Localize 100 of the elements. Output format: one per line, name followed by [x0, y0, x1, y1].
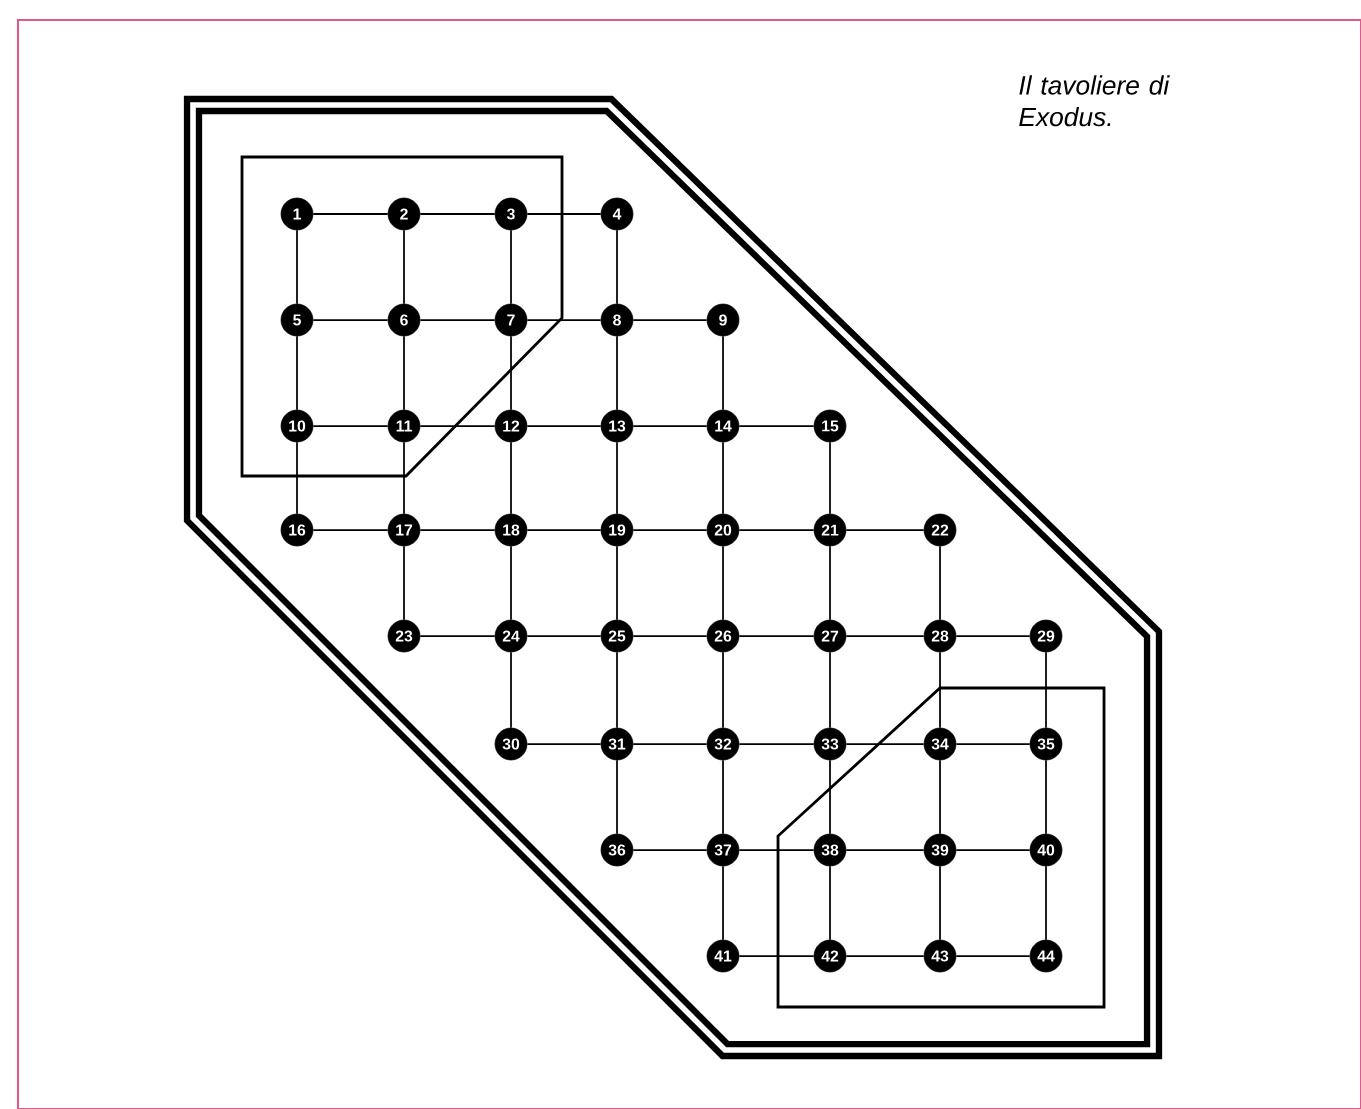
numbered-point: 22 [923, 513, 957, 547]
line [939, 545, 941, 621]
numbered-point: 41 [706, 939, 740, 973]
numbered-point: 23 [387, 619, 421, 653]
line [939, 865, 941, 941]
numbered-point: 26 [706, 619, 740, 653]
line [616, 229, 618, 305]
line [939, 759, 941, 835]
line [510, 441, 512, 515]
line [632, 849, 708, 851]
numbered-point: 44 [1029, 939, 1063, 973]
line [738, 955, 815, 957]
line [1045, 759, 1047, 835]
line [510, 229, 512, 305]
numbered-point: 16 [280, 513, 314, 547]
line [526, 213, 602, 215]
line [403, 441, 405, 515]
numbered-point: 18 [494, 513, 528, 547]
line [738, 425, 815, 427]
line [722, 759, 724, 835]
numbered-point: 5 [280, 303, 314, 337]
line [312, 213, 389, 215]
numbered-point: 37 [706, 833, 740, 867]
line [1045, 865, 1047, 941]
line [722, 441, 724, 515]
numbered-point: 29 [1029, 619, 1063, 653]
numbered-point: 21 [813, 513, 847, 547]
line [510, 335, 512, 411]
line [526, 319, 602, 321]
line [312, 529, 389, 531]
line [829, 545, 831, 621]
line [616, 545, 618, 621]
numbered-point: 10 [280, 409, 314, 443]
line [403, 335, 405, 411]
line [632, 319, 708, 321]
line [722, 651, 724, 729]
line [526, 529, 602, 531]
line [419, 425, 496, 427]
numbered-point: 40 [1029, 833, 1063, 867]
numbered-point: 15 [813, 409, 847, 443]
numbered-point: 33 [813, 727, 847, 761]
numbered-point: 39 [923, 833, 957, 867]
line [616, 335, 618, 411]
line [738, 635, 815, 637]
line [312, 319, 389, 321]
line [419, 635, 496, 637]
line [845, 955, 925, 957]
line [845, 849, 925, 851]
line [403, 545, 405, 621]
caption: Il tavoliere di Exodus. [1019, 75, 1170, 127]
line [632, 635, 708, 637]
numbered-point: 38 [813, 833, 847, 867]
numbered-point: 28 [923, 619, 957, 653]
line [829, 759, 831, 835]
line [738, 743, 815, 745]
numbered-point: 36 [600, 833, 634, 867]
line [296, 335, 298, 411]
line [845, 743, 925, 745]
numbered-point: 42 [813, 939, 847, 973]
numbered-point: 17 [387, 513, 421, 547]
line [419, 213, 496, 215]
line [845, 529, 925, 531]
numbered-point: 14 [706, 409, 740, 443]
numbered-point: 24 [494, 619, 528, 653]
numbered-point: 35 [1029, 727, 1063, 761]
line [955, 635, 1031, 637]
numbered-point: 12 [494, 409, 528, 443]
line [845, 635, 925, 637]
line [296, 229, 298, 305]
line [738, 529, 815, 531]
numbered-point: 6 [387, 303, 421, 337]
line [510, 651, 512, 729]
numbered-point: 25 [600, 619, 634, 653]
line [829, 865, 831, 941]
numbered-point: 32 [706, 727, 740, 761]
line [829, 441, 831, 515]
numbered-point: 9 [706, 303, 740, 337]
numbered-point: 1 [280, 197, 314, 231]
line [526, 743, 602, 745]
numbered-point: 20 [706, 513, 740, 547]
line [526, 635, 602, 637]
line [955, 849, 1031, 851]
line [632, 529, 708, 531]
line [955, 743, 1031, 745]
numbered-point: 31 [600, 727, 634, 761]
numbered-point: 27 [813, 619, 847, 653]
numbered-point: 11 [387, 409, 421, 443]
line [616, 441, 618, 515]
line [829, 651, 831, 729]
line [955, 955, 1031, 957]
numbered-point: 19 [600, 513, 634, 547]
line [616, 759, 618, 835]
numbered-point: 3 [494, 197, 528, 231]
numbered-point: 7 [494, 303, 528, 337]
line [722, 545, 724, 621]
line [419, 529, 496, 531]
line [296, 441, 298, 515]
numbered-point: 4 [600, 197, 634, 231]
numbered-point: 8 [600, 303, 634, 337]
line [722, 865, 724, 941]
